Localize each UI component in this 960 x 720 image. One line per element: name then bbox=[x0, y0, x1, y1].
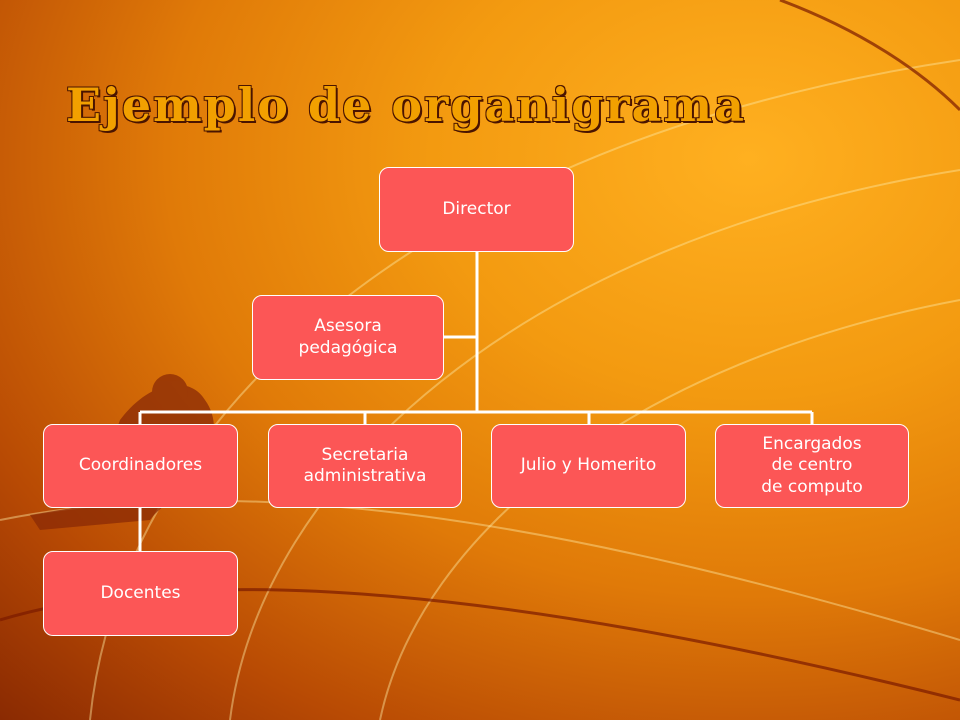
coordinators-node: Coordinadores bbox=[43, 424, 238, 508]
advisor-node: Asesora pedagógica bbox=[252, 295, 444, 380]
julio-homerito-node: Julio y Homerito bbox=[491, 424, 686, 508]
computing-center-node: Encargados de centro de computo bbox=[715, 424, 909, 508]
teachers-node: Docentes bbox=[43, 551, 238, 636]
director-node: Director bbox=[379, 167, 574, 252]
page-title: Ejemplo de organigrama bbox=[66, 78, 746, 132]
secretary-node: Secretaria administrativa bbox=[268, 424, 462, 508]
